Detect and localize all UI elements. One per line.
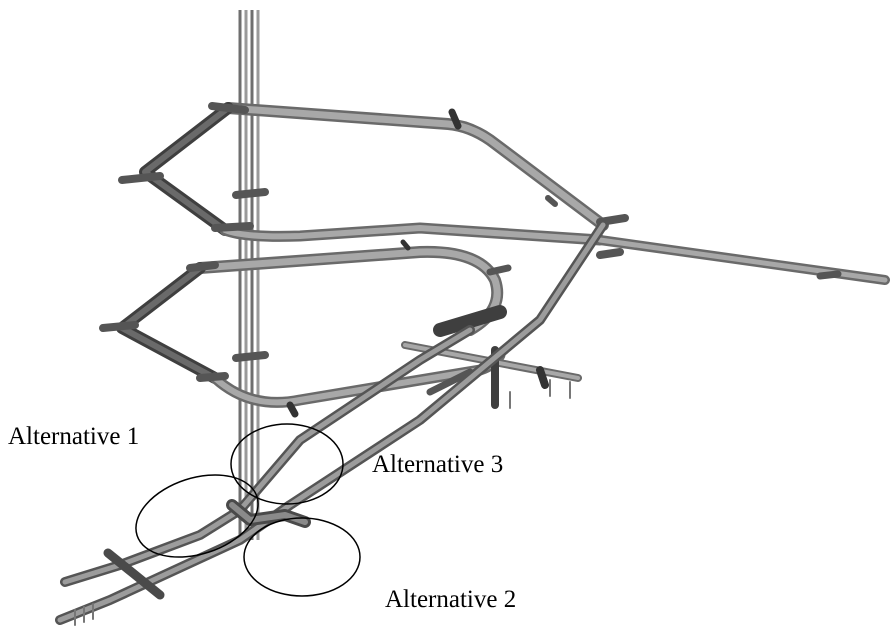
alternative-1-label: Alternative 1 (8, 423, 140, 450)
lower-level-drift (99, 239, 512, 418)
alternative-3-label: Alternative 3 (372, 451, 504, 478)
alternative-2-ellipse (243, 517, 361, 597)
alternative-2-label: Alternative 2 (385, 586, 517, 613)
alternative-3-ellipse (230, 423, 344, 505)
main-ramp (55, 220, 608, 626)
vertical-shaft (238, 10, 260, 540)
upper-level-drift (118, 102, 890, 285)
alternative-1-ellipse (135, 474, 259, 558)
